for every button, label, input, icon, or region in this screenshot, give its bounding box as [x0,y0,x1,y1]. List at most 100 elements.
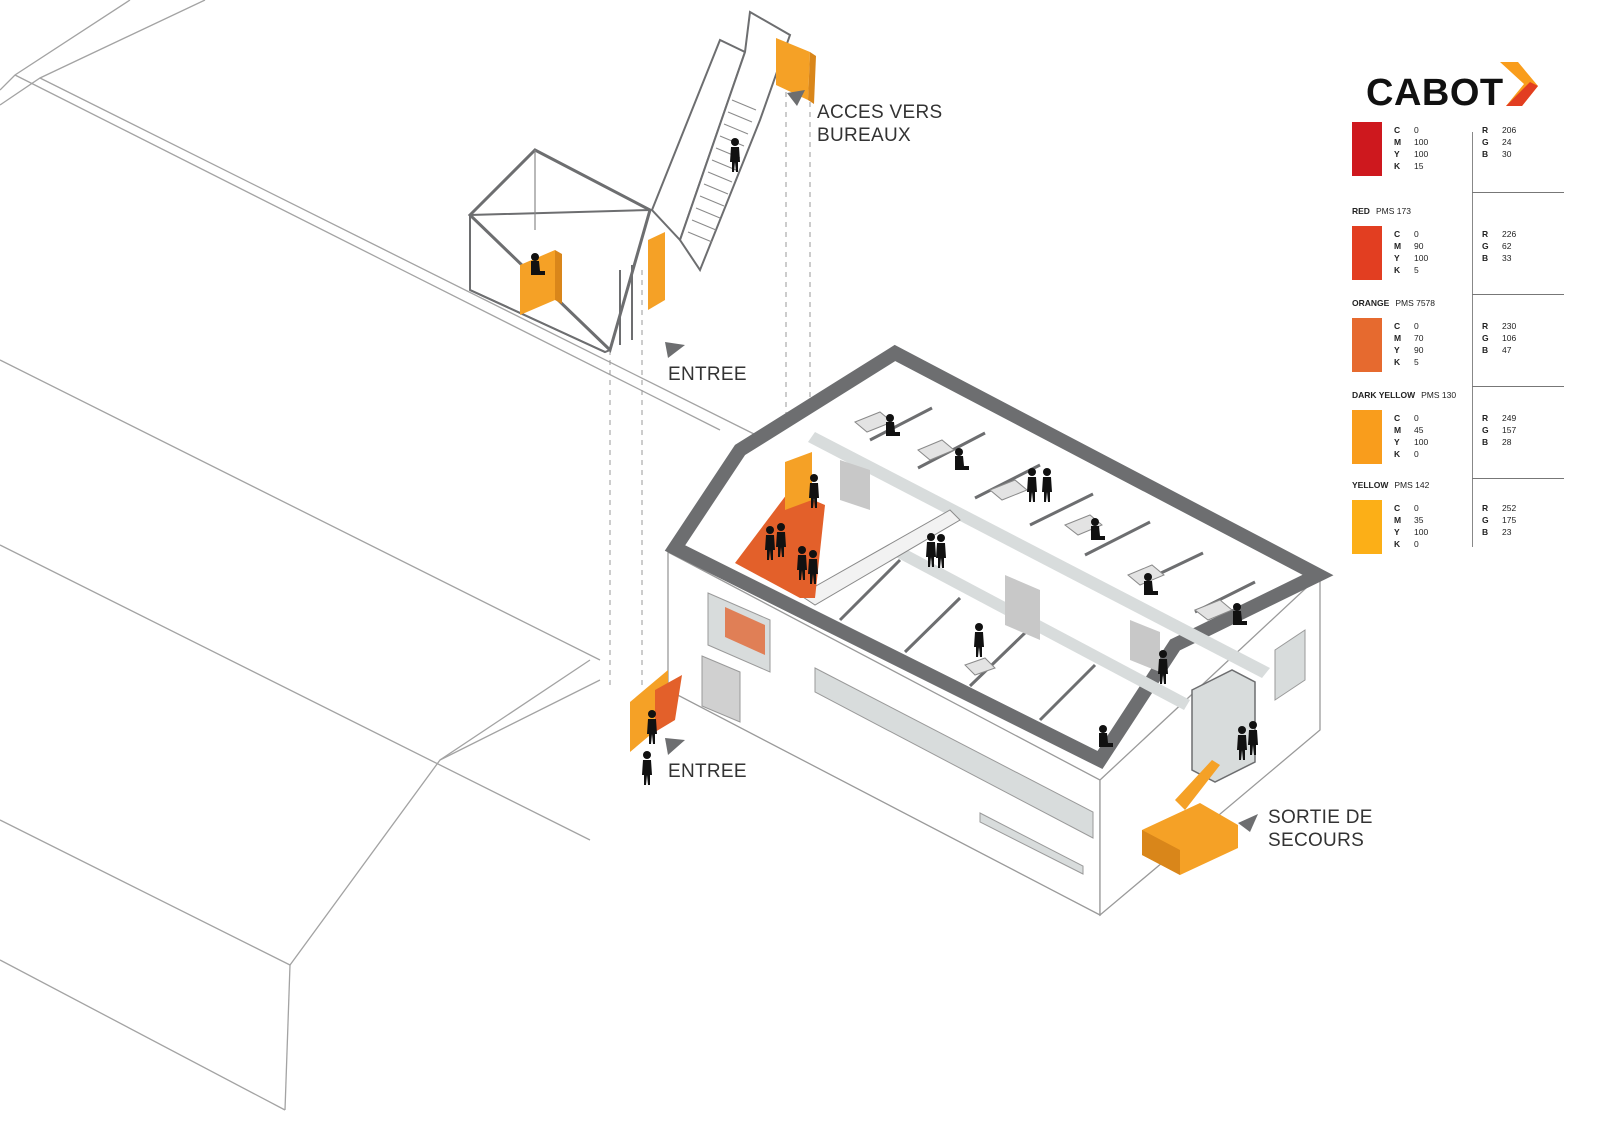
rgb-r-value: 252 [1502,503,1517,513]
rgb-g-value: 175 [1502,515,1517,525]
brand-chevron-icon [1500,62,1538,106]
projection-lines [609,92,811,690]
color-swatch [1352,122,1382,176]
cmyk-y-value: 90 [1414,345,1424,355]
brand-logo-text: CABOT [1366,72,1504,114]
swatch-name: RED PMS 173 [1352,206,1411,216]
upper-stair [650,10,816,273]
color-swatch [1352,410,1382,464]
rgb-g-value: 106 [1502,333,1517,343]
rgb-b-value: 30 [1502,149,1512,159]
cmyk-y-value: 100 [1414,253,1429,263]
swatch-pms: PMS 142 [1394,480,1430,490]
swatch-pms: PMS 130 [1421,390,1457,400]
cmyk-c-value: 0 [1414,503,1419,513]
legend-divider [1472,132,1473,547]
cmyk-c-value: 0 [1414,125,1419,135]
swatch-color-name: DARK YELLOW [1352,390,1416,400]
rgb-r-value: 249 [1502,413,1517,423]
cmyk-k-value: 5 [1414,357,1419,367]
legend-row-divider [1472,192,1564,193]
upper-reception-volume [467,148,665,354]
rgb-b-value: 33 [1502,253,1512,263]
warehouse-outline [0,0,761,1111]
cmyk-y-value: 100 [1414,437,1429,447]
swatch-color-name: ORANGE [1352,298,1390,308]
cmyk-k-value: 0 [1414,449,1419,459]
rgb-g-value: 24 [1502,137,1512,147]
cmyk-m-value: 35 [1414,515,1424,525]
arrow-entree-upper-icon [665,342,685,358]
cmyk-k-value: 15 [1414,161,1424,171]
label-entree-upper: ENTREE [668,364,747,385]
rgb-r-value: 206 [1502,125,1517,135]
rgb-g-value: 62 [1502,241,1512,251]
legend-row-divider [1472,294,1564,295]
rgb-r-value: 230 [1502,321,1517,331]
swatch-pms: PMS 173 [1375,206,1411,216]
swatch-color-name: RED [1352,206,1370,216]
color-swatch [1352,226,1382,280]
label-entree-lower: ENTREE [668,761,747,782]
legend-row-divider [1472,386,1564,387]
swatch-color-name: YELLOW [1352,480,1389,490]
callout-arrows [665,90,1258,832]
legend-row-divider [1472,478,1564,479]
cmyk-m-value: 90 [1414,241,1424,251]
cmyk-m-value: 45 [1414,425,1424,435]
cmyk-m-value: 100 [1414,137,1429,147]
swatch-name: DARK YELLOW PMS 130 [1352,390,1456,400]
rgb-b-value: 47 [1502,345,1512,355]
swatch-name: YELLOW PMS 142 [1352,480,1429,490]
cmyk-c-value: 0 [1414,413,1419,423]
label-acces-vers-bureaux: ACCES VERS BUREAUX [817,101,942,147]
color-swatch [1352,500,1382,554]
cmyk-k-value: 5 [1414,265,1419,275]
label-acces-line1: ACCES VERS [817,102,943,123]
label-acces-line2: BUREAUX [817,125,911,146]
rgb-b-value: 28 [1502,437,1512,447]
